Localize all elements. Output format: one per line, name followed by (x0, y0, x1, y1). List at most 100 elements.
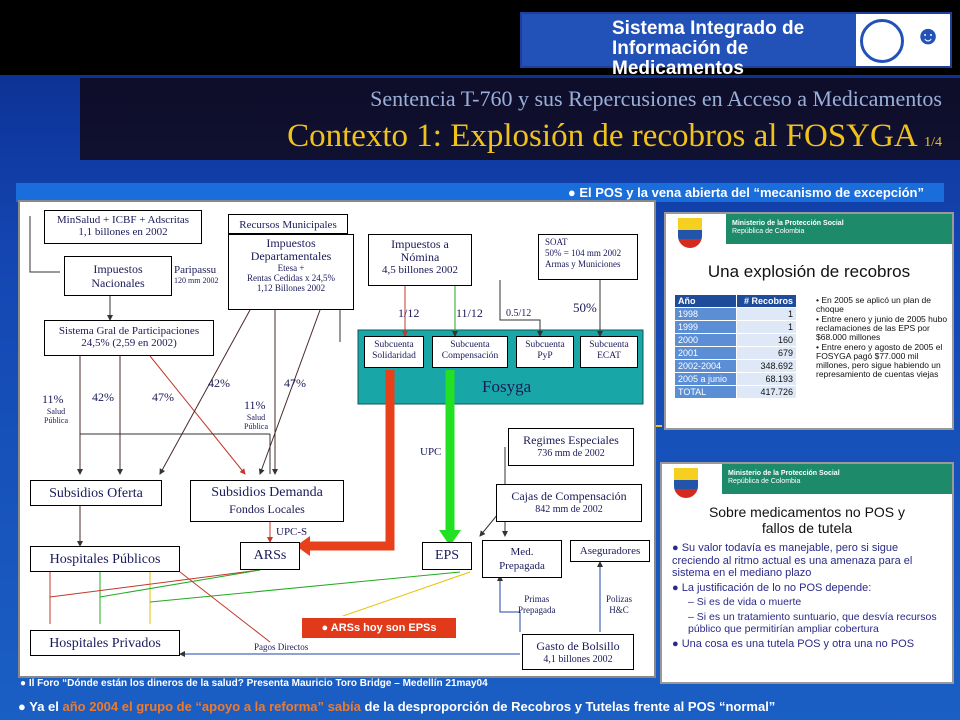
minsalud-line1: MinSalud + ICBF + Adscritas (56, 214, 190, 226)
soat-line2: 50% = 104 mm 2002 (545, 248, 622, 258)
subsidios-oferta-box: Subsidios Oferta (30, 480, 162, 506)
table-header-row: Año# Recobros (674, 294, 797, 308)
slide-page-number: 1/4 (924, 135, 942, 150)
table-cell: 160 (736, 333, 797, 347)
regimes-line1: Regimes Especiales (523, 433, 619, 447)
panel2-bullet-3: – Si es de vida o muerte (688, 596, 802, 608)
subcuenta-compensacion: Subcuenta Compensación (432, 336, 508, 368)
salud-pub-a-line2: Pública (44, 416, 68, 425)
pct-11a: 11% (42, 392, 64, 406)
salud-publica-b: Salud Pública (244, 413, 268, 431)
imp-dep-line1: Impuestos (266, 236, 316, 250)
regimes-especiales-box: Regimes Especiales 736 mm de 2002 (508, 428, 634, 466)
minsalud-box: MinSalud + ICBF + Adscritas 1,1 billones… (44, 210, 202, 244)
bottom-bullet: ● (18, 699, 26, 714)
primas-line1: Primas (524, 594, 550, 604)
panel2-bullet-1: ● Su valor todavía es manejable, pero si… (672, 542, 913, 579)
colombia-crest-icon (678, 218, 702, 248)
table-cell: 2000 (674, 333, 737, 347)
impuestos-nacionales-box: Impuestos Nacionales (64, 256, 172, 296)
gasto-bolsillo-box: Gasto de Bolsillo 4,1 billones 2002 (522, 634, 634, 670)
sub-ecat-line2: ECAT (597, 351, 621, 361)
sub-sol-line2: Solidaridad (372, 351, 416, 361)
table-header-cell: Año (674, 294, 737, 308)
sub-comp-line1: Subcuenta (450, 340, 490, 350)
table-cell: 1 (736, 320, 797, 334)
imp-dep-small1: Etesa + (277, 263, 305, 273)
sim-banner: Sistema Integrado de Información de Medi… (520, 12, 952, 79)
panel1-bullets: • En 2005 se aplicó un plan de choque • … (816, 296, 950, 380)
panel1-bullet-1: • En 2005 se aplicó un plan de choque (816, 295, 931, 314)
recursos-municipales-box: Recursos Municipales (228, 214, 348, 234)
med-prepagada-line2: Prepagada (499, 560, 545, 572)
impuestos-nomina-box: Impuestos a Nómina 4,5 billones 2002 (368, 234, 472, 286)
table-cell: 348.692 (736, 359, 797, 373)
aseguradores-box: Aseguradores (570, 540, 650, 562)
sim-banner-text: Sistema Integrado de Información de Medi… (522, 14, 856, 79)
panel1-bullet-3-text: Entre enero y agosto de 2005 el FOSYGA p… (816, 342, 943, 379)
sgp-line1: Sistema Gral de Participaciones (58, 325, 200, 337)
frac-1-12: 1/12 (398, 306, 420, 320)
primas-line2: Prepagada (518, 605, 556, 615)
cajas-compensacion-box: Cajas de Compensación 842 mm de 2002 (496, 484, 642, 522)
subsidios-demanda-line1: Subsidios Demanda (211, 485, 323, 500)
minsalud-line2: 1,1 billones en 2002 (78, 226, 168, 238)
panel2-bullet-2: ● La justificación de lo no POS depende: (672, 581, 872, 594)
sub-pyp-line2: PyP (537, 351, 553, 361)
polizas-label: Polizas H&C (606, 594, 632, 616)
sim-banner-line1: Sistema Integrado de (612, 18, 805, 39)
panel2-bullets: ● Su valor todavía es manejable, pero si… (672, 542, 948, 652)
panel2-title-line2: fallos de tutela (761, 520, 853, 536)
panel1-bullet-3: • Entre enero y agosto de 2005 el FOSYGA… (816, 342, 943, 379)
title-bar: Sentencia T-760 y sus Repercusiones en A… (80, 78, 960, 160)
regimes-line2: 736 mm de 2002 (537, 448, 605, 459)
cajas-line2: 842 mm de 2002 (535, 504, 603, 515)
recobros-panel: Ministerio de la Protección Social Repúb… (664, 212, 954, 430)
panel2-ministry-line1: Ministerio de la Protección Social (728, 470, 840, 477)
imp-dep-small3: 1,12 Billones 2002 (256, 283, 326, 293)
subsidios-demanda-box: Subsidios Demanda Fondos Locales (190, 480, 344, 522)
panel2-title-line1: Sobre medicamentos no POS y (708, 504, 906, 520)
pct-11b: 11% (244, 398, 266, 412)
pct-47b: 47% (284, 376, 306, 390)
panel1-bullet-2: • Entre enero y junio de 2005 hubo recla… (816, 314, 948, 342)
sub-ecat-line1: Subcuenta (589, 340, 629, 350)
paripassu-sub: 120 mm 2002 (174, 276, 219, 285)
tutelas-panel: Ministerio de la Protección Social Repúb… (660, 462, 954, 684)
arss-eps-caption: ● ARSs hoy son EPSs (300, 616, 458, 640)
pct-50: 50% (573, 300, 597, 315)
subcuenta-ecat: Subcuenta ECAT (580, 336, 638, 368)
panel1-bullet-2-text: Entre enero y junio de 2005 hubo reclama… (816, 314, 948, 342)
panel1-ministry-line2: República de Colombia (732, 228, 805, 235)
soat-line3: Armas y Municiones (545, 259, 621, 269)
panel2-bullet-4: – Si es un tratamiento suntuario, que de… (688, 610, 937, 636)
panel2-ministry: Ministerio de la Protección Social Repúb… (728, 470, 840, 486)
eps-box: EPS (422, 542, 472, 570)
paripassu-label: Paripassu (174, 264, 217, 276)
sgp-box: Sistema Gral de Participaciones 24,5% (2… (44, 320, 214, 356)
panel2-bullet-5: ● Una cosa es una tutela POS y otra una … (672, 637, 915, 650)
polizas-line1: Polizas (606, 594, 632, 604)
panel1-ministry: Ministerio de la Protección Social Repúb… (732, 220, 844, 236)
subcuenta-solidaridad: Subcuenta Solidaridad (364, 336, 424, 368)
sub-sol-line1: Subcuenta (374, 340, 414, 350)
panel1-ministry-line1: Ministerio de la Protección Social (732, 220, 844, 227)
soat-line1: SOAT (545, 237, 568, 247)
bottom-caption: ● Ya el año 2004 el grupo de “apoyo a la… (0, 694, 960, 720)
table-cell: 2001 (674, 346, 737, 360)
imp-nomina-line1: Impuestos a (391, 237, 449, 251)
med-prepagada-line1: Med. (510, 546, 534, 558)
flow-diagram: MinSalud + ICBF + Adscritas 1,1 billones… (18, 200, 656, 678)
salud-publica-a: Salud Pública (44, 407, 68, 425)
salud-pub-a-line1: Salud (46, 407, 66, 416)
table-cell: 68.193 (736, 372, 797, 386)
table-cell: 679 (736, 346, 797, 360)
sim-seal-icon (860, 19, 904, 63)
panel2-ministry-line2: República de Colombia (728, 478, 801, 485)
